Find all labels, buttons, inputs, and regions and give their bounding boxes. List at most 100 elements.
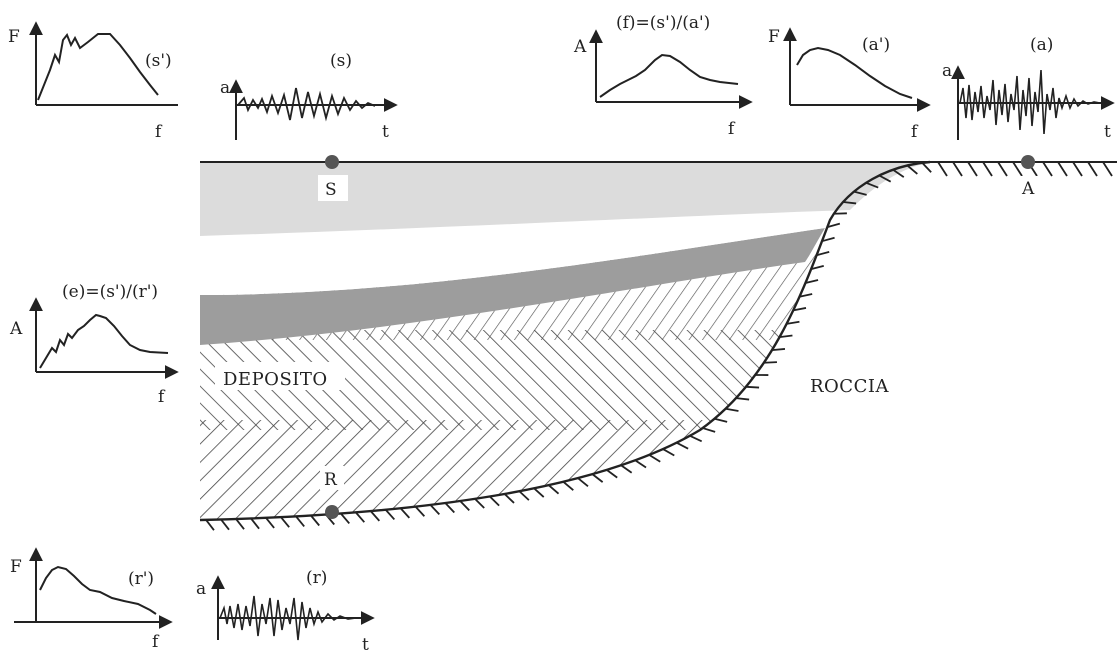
rock-hatch-tick xyxy=(265,517,275,529)
s-signal-x-label: t xyxy=(382,122,389,142)
rock-hatch-tick xyxy=(459,500,470,511)
rock-hatch-tick xyxy=(591,473,604,483)
rock-hatch-tick xyxy=(676,441,689,450)
r-signal-curve xyxy=(219,595,357,641)
rock-hatch-tick xyxy=(414,506,426,517)
r-signal-title: (r) xyxy=(306,568,327,588)
rock-hatch-tick xyxy=(280,516,290,528)
rock-hatch-tick xyxy=(310,514,320,527)
f-ratio-title: (f)=(s')/(a') xyxy=(616,13,710,33)
rock-hatch-tick xyxy=(921,162,932,173)
rock-hatch-tick xyxy=(821,236,835,243)
surface-hatch-tick xyxy=(1042,161,1053,177)
rock-hatch-tick xyxy=(906,164,918,175)
rock-hatch-tick xyxy=(295,515,305,527)
rock-hatch-tick xyxy=(385,509,396,521)
rock-hatch-tick xyxy=(606,469,618,479)
rock-hatch-tick xyxy=(489,495,500,507)
rock-hatch-tick xyxy=(725,407,739,412)
rock-hatch-tick xyxy=(786,320,800,325)
rock-hatch-tick xyxy=(810,265,824,271)
a-signal-title: (a) xyxy=(1030,35,1053,55)
s-spectrum-title: (s') xyxy=(145,51,172,71)
station-a-point xyxy=(1021,155,1035,169)
plot-r-spectrum: F f (r') xyxy=(10,547,173,652)
geology-section: DEPOSITO ROCCIA S A R xyxy=(199,155,1117,531)
a-signal-curve xyxy=(959,69,1101,135)
f-ratio-curve xyxy=(599,53,739,98)
rock-hatch-tick xyxy=(865,181,879,189)
rock-boundary-line xyxy=(199,160,931,522)
plot-a-spectrum: F f (a') xyxy=(768,27,931,142)
station-s-point xyxy=(325,155,339,169)
e-ratio-x-label: f xyxy=(158,387,166,407)
e-ratio-curve xyxy=(39,313,169,369)
plot-f-ratio: A f (f)=(s')/(a') xyxy=(573,13,753,139)
rock-hatch-tick xyxy=(444,502,455,514)
rock-hatch-tick xyxy=(779,334,793,339)
rock-hatch-tick xyxy=(634,459,647,469)
surface-hatch-tick xyxy=(982,161,993,177)
plot-s-signal: a t (s) xyxy=(220,51,398,142)
rock-hatch-tick xyxy=(235,518,245,530)
a-spectrum-x-label: f xyxy=(911,122,919,142)
rock-hatch-tick xyxy=(714,417,728,423)
a-spectrum-y-label: F xyxy=(768,27,780,47)
surface-hatch-tick xyxy=(967,161,978,177)
a-signal-y-label: a xyxy=(942,61,952,81)
station-r-point xyxy=(325,505,339,519)
rock-hatch-tick xyxy=(662,448,675,457)
plot-r-signal: a t (r) xyxy=(196,568,375,653)
rock-hatch-ticks xyxy=(205,162,932,531)
s-signal-curve xyxy=(237,87,376,122)
rock-hatch-tick xyxy=(503,493,515,504)
plot-a-signal: a t (a) xyxy=(942,35,1115,142)
f-ratio-x-label: f xyxy=(728,119,736,139)
rock-hatch-tick xyxy=(689,434,703,443)
rock-hatch-tick xyxy=(474,498,485,509)
surface-hatch-tick xyxy=(1057,161,1068,177)
surface-hatch-tick xyxy=(1087,161,1098,177)
r-spectrum-x-label: f xyxy=(152,632,160,652)
rock-hatch-tick xyxy=(763,361,777,364)
rock-hatch-tick xyxy=(771,348,786,351)
rock-hatch-tick xyxy=(250,517,260,530)
rock-hatch-tick xyxy=(736,397,750,401)
a-spectrum-title: (a') xyxy=(862,35,890,55)
rock-hatch-tick xyxy=(892,169,905,178)
e-ratio-y-label: A xyxy=(9,319,23,339)
rock-hatch-tick xyxy=(399,507,411,519)
surface-hatch-tick xyxy=(952,161,963,177)
rock-hatch-tick xyxy=(620,464,633,474)
s-spectrum-y-label: F xyxy=(8,27,20,47)
r-spectrum-title: (r') xyxy=(128,569,154,589)
rock-hatch-tick xyxy=(746,385,760,389)
rock-hatch-tick xyxy=(853,190,867,196)
surface-hatch-tick xyxy=(1012,161,1023,177)
rock-hatch-tick xyxy=(648,454,661,463)
rock-hatch-tick xyxy=(205,519,215,531)
deposit-label: DEPOSITO xyxy=(223,369,328,390)
rock-hatch-tick xyxy=(793,307,807,312)
station-s-label: S xyxy=(325,180,337,200)
surface-hatch-tick xyxy=(937,161,948,177)
s-spectrum-curve xyxy=(37,33,159,101)
rock-hatch-tick xyxy=(843,201,857,205)
r-spectrum-curve xyxy=(39,565,157,615)
rock-label: ROCCIA xyxy=(810,376,889,397)
rock-hatch-tick xyxy=(429,504,440,516)
s-spectrum-x-label: f xyxy=(155,122,163,142)
s-signal-title: (s) xyxy=(330,51,352,71)
f-ratio-y-label: A xyxy=(573,37,587,57)
rock-hatch-tick xyxy=(577,477,589,487)
station-r-label: R xyxy=(324,470,338,490)
rock-hatch-tick xyxy=(370,510,381,522)
rock-hatch-tick xyxy=(562,481,574,491)
rock-hatch-tick xyxy=(827,222,841,229)
rock-hatch-tick xyxy=(533,487,545,498)
rock-hatch-tick xyxy=(548,484,560,495)
rock-hatch-tick xyxy=(220,518,230,531)
r-signal-y-label: a xyxy=(196,579,206,599)
plot-s-spectrum: F f (s') xyxy=(8,21,178,142)
